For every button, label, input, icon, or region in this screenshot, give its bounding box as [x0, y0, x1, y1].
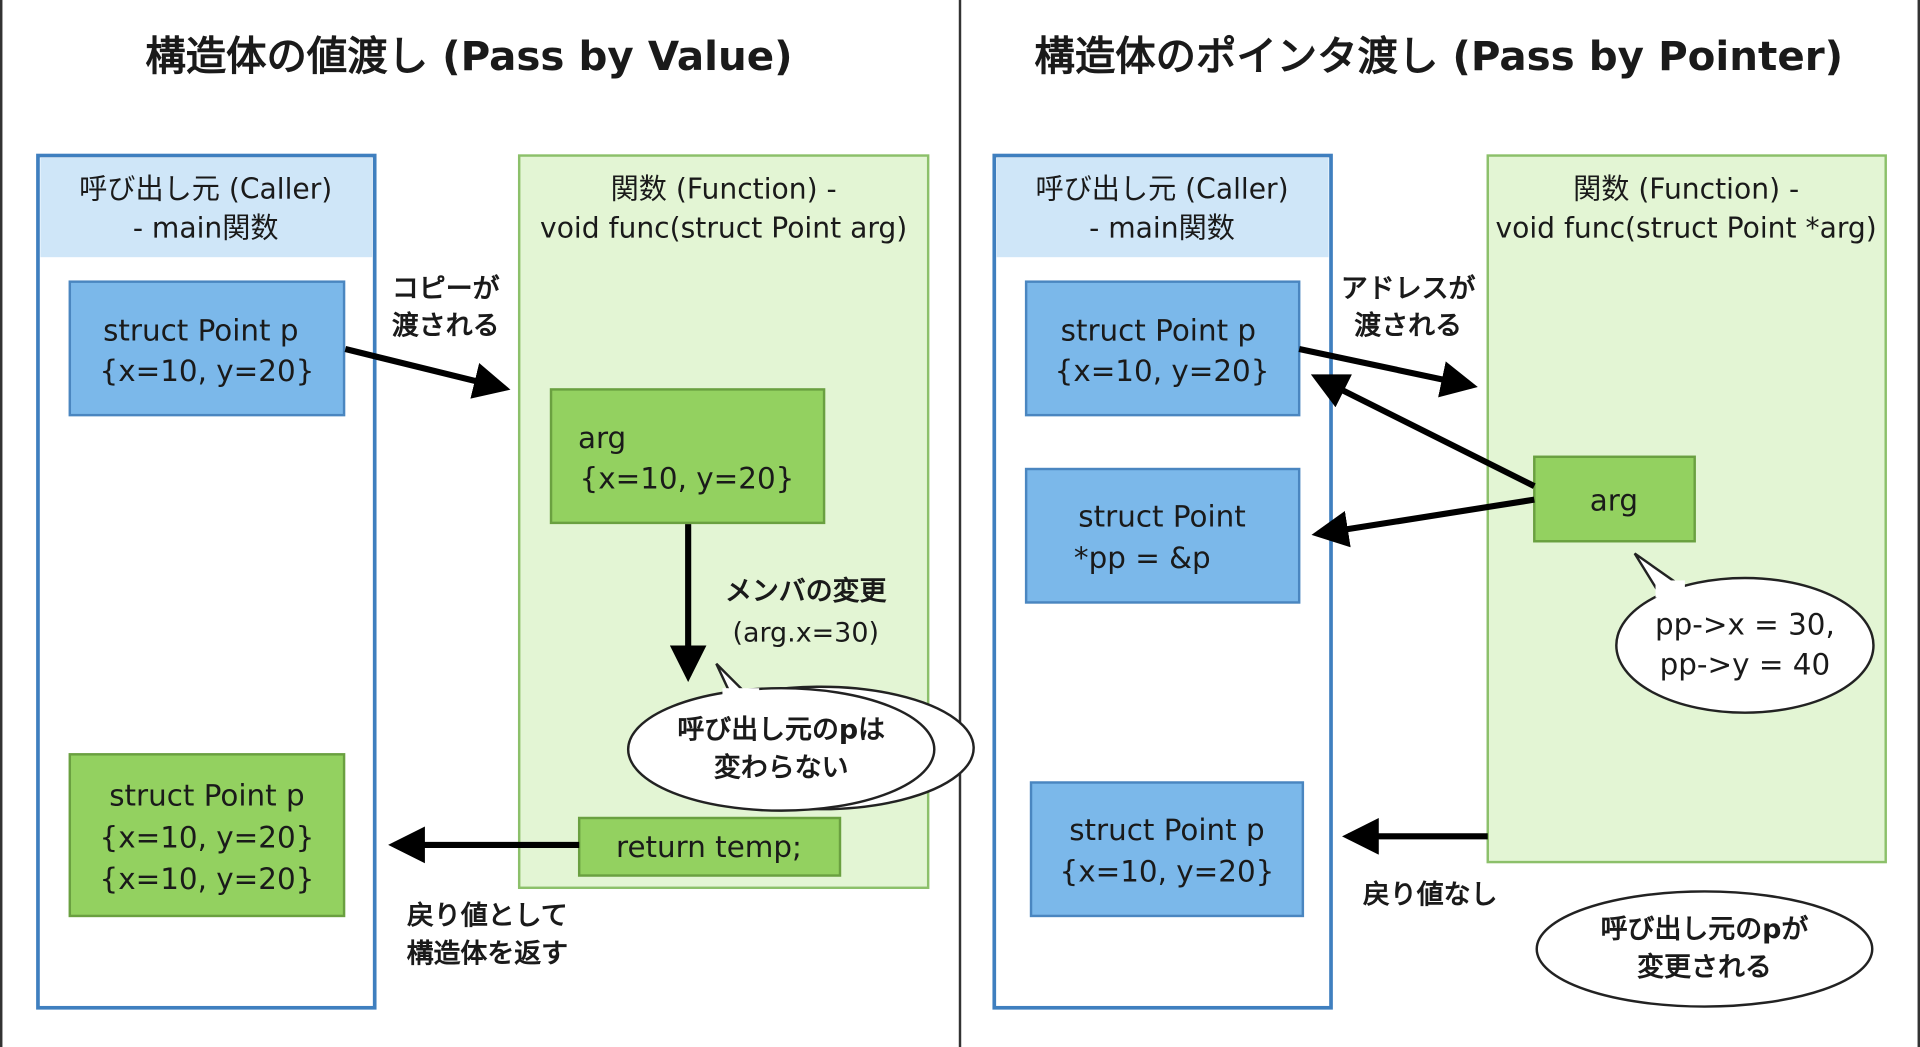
caller-header-line2: - main関数: [133, 212, 279, 245]
function-header-line2: void func(struct Point arg): [540, 212, 907, 245]
caller-header: [40, 157, 373, 258]
function-header-line1: 関数 (Function) -: [611, 172, 837, 205]
bubble-line2: pp->y = 40: [1660, 648, 1831, 682]
return-label-line1: 戻り値として: [407, 901, 568, 932]
address-label-line1: アドレスが: [1341, 273, 1476, 305]
no-return-label: 戻り値なし: [1363, 880, 1498, 911]
result-bubble-line2: 変更される: [1637, 951, 1772, 983]
return-label-line2: 構造体を返す: [407, 938, 569, 969]
arg-to-pp-arrow: [1311, 496, 1535, 548]
arg-line2: {x=10, y=20}: [580, 462, 795, 496]
result-line1: struct Point p: [1069, 813, 1264, 847]
caller-header: [996, 157, 1329, 258]
pointer-pp-box: [1024, 467, 1301, 604]
result-line2: {x=10, y=20}: [100, 820, 315, 854]
bubble-joint: [1655, 580, 1685, 598]
struct-p-line2: {x=10, y=20}: [100, 354, 315, 388]
result-line1: struct Point p: [109, 779, 304, 813]
pass-by-value-panel: 構造体の値渡し (Pass by Value) 呼び出し元 (Caller) -…: [36, 32, 975, 1010]
member-label-line2: (arg.x=30): [732, 618, 878, 649]
result-line3: {x=10, y=20}: [100, 862, 315, 896]
arg-text: arg: [1590, 484, 1638, 518]
pp-line2: *pp = &p: [1074, 541, 1211, 575]
function-header-line1: 関数 (Function) -: [1573, 172, 1799, 205]
struct-p-line2: {x=10, y=20}: [1055, 354, 1270, 388]
caller-header-line2: - main関数: [1089, 212, 1235, 245]
struct-p-line1: struct Point p: [1061, 313, 1256, 347]
result-bubble: [1535, 890, 1874, 1008]
address-label-line2: 渡される: [1354, 309, 1462, 341]
pp-line1: struct Point: [1078, 500, 1245, 534]
panel-title: 構造体の値渡し (Pass by Value): [145, 32, 792, 80]
copy-label-line2: 渡される: [392, 309, 500, 341]
copy-label-line1: コピーが: [392, 273, 500, 305]
arg-line1: arg: [578, 421, 626, 455]
bubble-joint: [722, 688, 760, 706]
panel-title: 構造体のポインタ渡し (Pass by Pointer): [1034, 32, 1843, 80]
bubble-line2: 変わらない: [714, 751, 849, 783]
return-temp-text: return temp;: [616, 830, 802, 864]
result-bubble-line1: 呼び出し元のpが: [1601, 913, 1809, 945]
address-arrow: [1298, 346, 1478, 398]
return-temp-box: [577, 816, 842, 877]
speech-bubble-body: [626, 686, 936, 812]
speech-bubble: [1615, 576, 1875, 714]
bubble-line1: pp->x = 30,: [1655, 607, 1835, 641]
pass-by-pointer-panel: 構造体のポインタ渡し (Pass by Pointer) 呼び出し元 (Call…: [992, 32, 1887, 1010]
copy-arrow: [344, 346, 511, 399]
bubble-line1: 呼び出し元のpは: [677, 714, 885, 745]
result-struct-box: [68, 753, 346, 918]
arg-box: [549, 388, 826, 525]
result-line2: {x=10, y=20}: [1060, 855, 1275, 889]
member-label-line1: メンバの変更: [725, 575, 888, 607]
struct-p-box: [1024, 280, 1301, 417]
struct-p-box: [68, 280, 346, 417]
result-struct-box: [1029, 781, 1305, 918]
caller-header-line1: 呼び出し元 (Caller): [1035, 172, 1288, 205]
arg-to-p-arrow: [1310, 374, 1536, 489]
struct-p-line1: struct Point p: [103, 313, 298, 347]
function-header-line2: void func(struct Point *arg): [1495, 212, 1876, 245]
arg-box: [1533, 455, 1696, 543]
caller-header-line1: 呼び出し元 (Caller): [79, 172, 332, 205]
